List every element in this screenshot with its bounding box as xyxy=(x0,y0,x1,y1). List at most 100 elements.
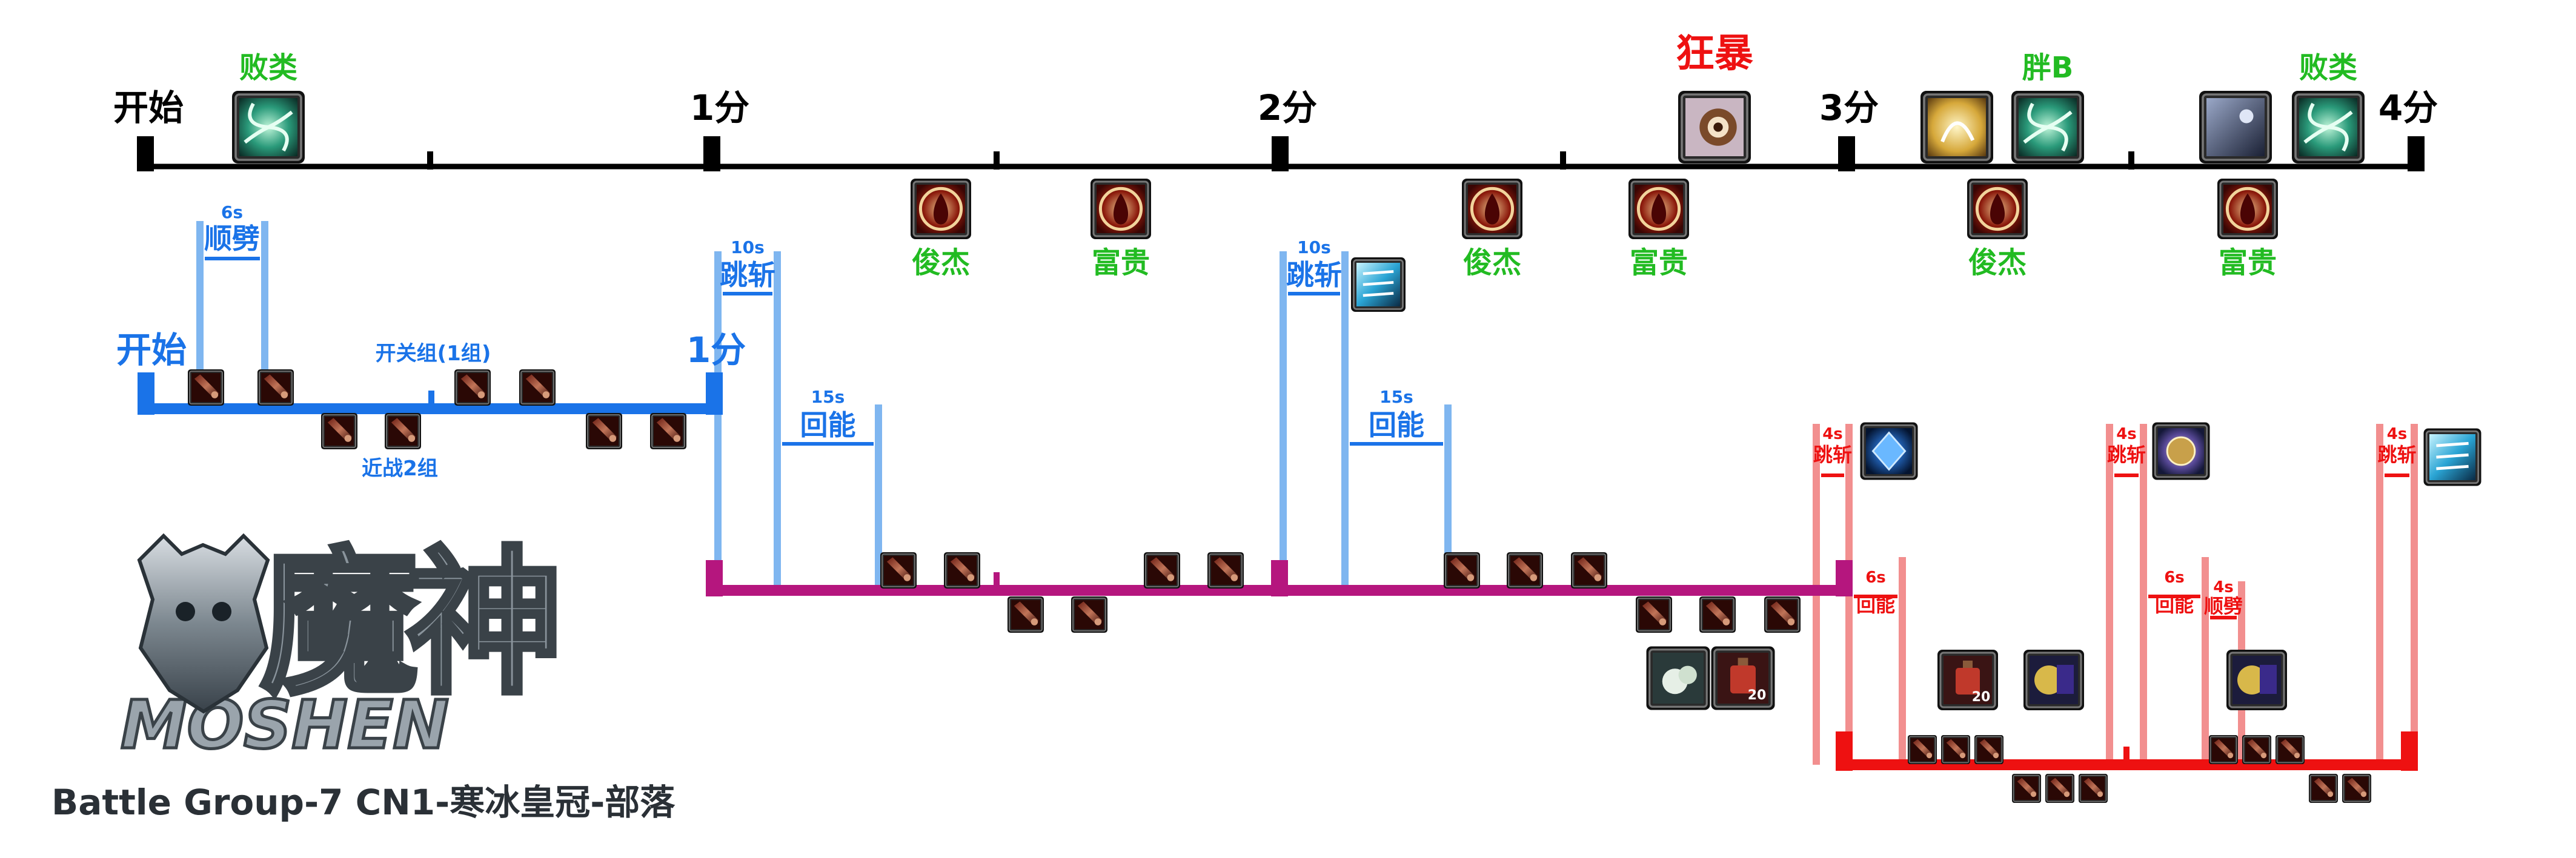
melee-arm-icon xyxy=(650,413,686,449)
icon-fist xyxy=(2260,752,2267,759)
phase1-lower-group-label: 近战2组 xyxy=(362,457,438,481)
icon-ring xyxy=(2225,186,2270,231)
logo-title-cn: 魔神 xyxy=(261,533,556,716)
coin-scroll-icon xyxy=(2226,650,2287,710)
phase3-window-label: 回能 xyxy=(2155,593,2194,616)
icon-ring xyxy=(1098,186,1143,231)
main-timeline-subtick xyxy=(1560,151,1566,170)
sapphire-gem-icon xyxy=(1860,422,1918,480)
melee-arm-icon xyxy=(1908,735,1937,764)
icon-cork xyxy=(1738,658,1748,665)
emblem-eye xyxy=(176,602,195,621)
melee-arm-icon xyxy=(454,369,491,406)
red-potion-icon xyxy=(1711,646,1775,710)
icon-fist xyxy=(1094,618,1102,625)
icon-fist xyxy=(1722,618,1730,625)
phase2-window-duration: 10s xyxy=(1297,237,1331,257)
main-timeline-tick xyxy=(137,136,154,171)
main-timeline-tick xyxy=(1838,136,1855,171)
icon-flare xyxy=(1940,121,1975,143)
icon-drop xyxy=(933,193,949,225)
icon-swirl xyxy=(248,102,269,129)
icon-swirl xyxy=(2327,110,2353,129)
main-timeline-tick-label: 2分 xyxy=(1258,87,1317,128)
icon-fist xyxy=(2097,791,2103,797)
phase1-start-tick xyxy=(138,372,154,415)
icon-bg xyxy=(1928,98,1986,156)
top-event-label: 胖B xyxy=(2022,51,2074,85)
bottom-event-label: 富贵 xyxy=(1630,246,1688,280)
phase3-window-duration: 4s xyxy=(2116,425,2137,443)
phase1-mid-tick xyxy=(428,391,434,409)
cloud-burst-icon xyxy=(1646,646,1710,710)
icon-fist xyxy=(1031,618,1038,625)
icon-cork xyxy=(1963,661,1973,668)
main-timeline-tick-label: 1分 xyxy=(690,87,749,128)
phase2-subtick xyxy=(994,572,1000,590)
bottom-event-label: 俊杰 xyxy=(912,246,970,280)
melee-arm-icon xyxy=(2045,774,2074,803)
icon-fist xyxy=(1167,574,1175,581)
icon-slash xyxy=(1363,270,1394,276)
blood-drop-icon xyxy=(911,179,971,239)
icon-slash xyxy=(2436,453,2469,459)
phase1-window-duration: 6s xyxy=(221,202,243,222)
icon-swirl xyxy=(2328,125,2349,152)
phase1-start-label: 开始 xyxy=(116,329,187,371)
melee-arm-icon xyxy=(2342,774,2371,803)
melee-arm-icon xyxy=(1974,735,2003,764)
icon-fist xyxy=(967,574,975,581)
icon-swirl xyxy=(268,125,289,152)
icon-drop xyxy=(1113,193,1129,225)
main-timeline-subtick xyxy=(427,151,433,170)
stack-count: 20 xyxy=(1972,690,1991,705)
melee-arm-icon xyxy=(880,552,917,589)
icon-fist xyxy=(211,391,219,398)
icon-fist xyxy=(2294,752,2300,759)
main-timeline-tick xyxy=(703,136,720,171)
melee-arm-icon xyxy=(1444,552,1480,589)
phase3-window-label: 跳斩 xyxy=(2377,443,2416,466)
icon-drop xyxy=(2240,193,2256,225)
ability-icons-layer xyxy=(188,91,2481,803)
night-sky-icon xyxy=(2199,91,2272,163)
phase2-tick xyxy=(1271,560,1288,596)
green-claw-icon xyxy=(2011,91,2084,163)
phase3-window-label: 顺劈 xyxy=(2204,595,2243,618)
phase3-window-duration: 4s xyxy=(2387,425,2408,443)
bottom-event-label: 俊杰 xyxy=(1463,246,1521,280)
icon-bg xyxy=(2206,98,2265,156)
melee-arm-icon xyxy=(1507,552,1543,589)
icon-fist xyxy=(344,435,352,442)
icon-coin xyxy=(2034,665,2063,695)
melee-arm-icon xyxy=(188,369,224,406)
phase3-window-label: 回能 xyxy=(1856,593,1895,616)
main-timeline-tick-label: 3分 xyxy=(1819,87,1879,128)
icon-ring xyxy=(1636,186,1681,231)
icon-fist xyxy=(2030,791,2037,797)
icon-ring xyxy=(1975,186,2020,231)
icon-fist xyxy=(2063,791,2070,797)
top-event-label: 败类 xyxy=(239,51,297,85)
icon-fist xyxy=(2327,791,2334,797)
phase1-upper-group-label: 开关组(1组) xyxy=(376,342,491,366)
icon-moon xyxy=(2239,109,2254,124)
phase3-window-duration: 6s xyxy=(1865,569,1886,587)
enrage-eye-icon xyxy=(1678,91,1751,163)
logo-subtitle: Battle Group-7 CN1-寒冰皇冠-部落 xyxy=(51,782,676,823)
melee-arm-icon xyxy=(1571,552,1607,589)
icon-fist xyxy=(1787,618,1795,625)
melee-arm-icon xyxy=(2012,774,2041,803)
phase2-tick xyxy=(706,560,723,596)
icon-pupil xyxy=(1713,122,1723,132)
phase3-subtick xyxy=(2123,747,2130,765)
melee-arm-icon xyxy=(1699,596,1736,633)
icon-medal xyxy=(2166,436,2196,466)
icon-fist xyxy=(673,435,681,442)
icon-drop xyxy=(1484,193,1500,225)
icon-fist xyxy=(1993,752,1999,759)
phase3-tick xyxy=(1836,731,1853,771)
melee-arm-icon xyxy=(1207,552,1244,589)
timeline-lines-layer xyxy=(137,136,2425,771)
